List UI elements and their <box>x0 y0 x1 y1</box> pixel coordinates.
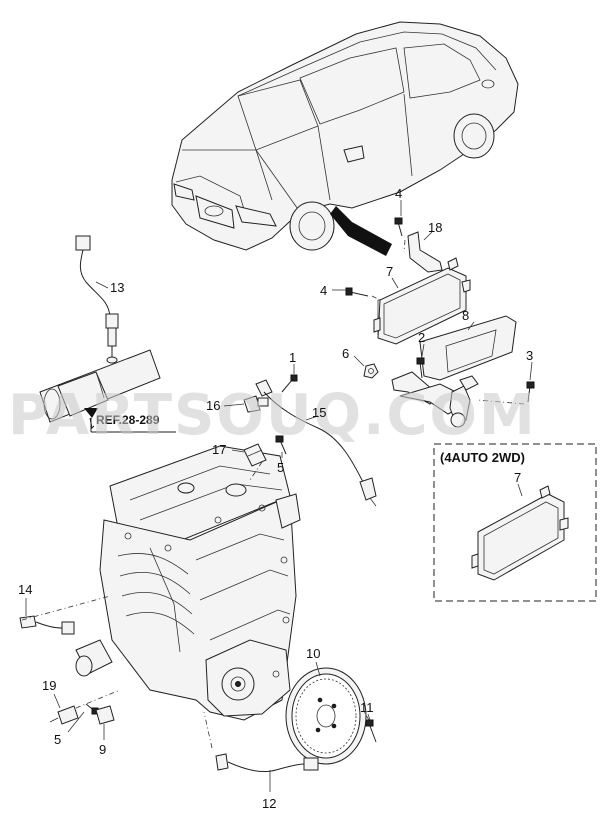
bolt-icon <box>394 217 403 237</box>
tone-wheel <box>285 667 367 765</box>
callout-8[interactable]: 8 <box>462 308 469 323</box>
callout-4[interactable]: 4 <box>320 283 327 298</box>
callout-labels: 4 18 7 4 8 2 6 3 1 16 15 17 5 13 14 10 1… <box>18 186 533 811</box>
temperature-sensor <box>243 443 267 467</box>
nut-icon <box>363 363 379 379</box>
callout-12[interactable]: 12 <box>262 796 276 811</box>
watermark: PARTSOUQ.COM <box>8 383 537 448</box>
leader-lines <box>25 200 533 792</box>
callout-18[interactable]: 18 <box>428 220 442 235</box>
callout-13[interactable]: 13 <box>110 280 124 295</box>
bolt-icon <box>275 435 287 455</box>
ecu-module-inset <box>471 485 569 581</box>
ref-label-box <box>94 410 176 428</box>
callout-5[interactable]: 5 <box>277 460 284 475</box>
callout-17[interactable]: 17 <box>212 442 226 457</box>
callout-16[interactable]: 16 <box>206 398 220 413</box>
reference-label[interactable]: REF.28-289 <box>96 413 160 427</box>
car-illustration <box>171 21 519 256</box>
oxygen-sensor-front <box>75 235 119 364</box>
callout-4[interactable]: 4 <box>395 186 402 201</box>
callout-7[interactable]: 7 <box>386 264 393 279</box>
callout-9[interactable]: 9 <box>99 742 106 757</box>
speed-sensor <box>49 705 79 725</box>
bolt-icon <box>526 381 535 403</box>
callout-6[interactable]: 6 <box>342 346 349 361</box>
oxygen-sensor-rear <box>19 595 111 635</box>
inset-panel: (4AUTO 2WD) <box>433 443 597 602</box>
exhaust-pipe <box>39 349 161 423</box>
callout-3[interactable]: 3 <box>526 348 533 363</box>
inset-title: (4AUTO 2WD) <box>440 450 525 465</box>
callout-1[interactable]: 1 <box>289 350 296 365</box>
callout-10[interactable]: 10 <box>306 646 320 661</box>
bolt-icon <box>416 357 425 379</box>
ecu-assembly <box>345 217 535 428</box>
bolt-icon <box>281 374 298 393</box>
callout-11[interactable]: 11 <box>360 700 374 715</box>
knock-sensor <box>243 395 269 413</box>
camshaft-sensor <box>255 379 377 507</box>
bolt-icon <box>365 719 377 743</box>
callout-2[interactable]: 2 <box>418 330 425 345</box>
engine-block <box>75 445 301 721</box>
callout-14[interactable]: 14 <box>18 582 32 597</box>
callout-5[interactable]: 5 <box>54 732 61 747</box>
bolt-icon <box>345 287 369 297</box>
position-sensor <box>95 705 115 725</box>
callout-19[interactable]: 19 <box>42 678 56 693</box>
crankshaft-sensor <box>203 711 319 773</box>
callout-15[interactable]: 15 <box>312 405 326 420</box>
callout-7[interactable]: 7 <box>514 470 521 485</box>
